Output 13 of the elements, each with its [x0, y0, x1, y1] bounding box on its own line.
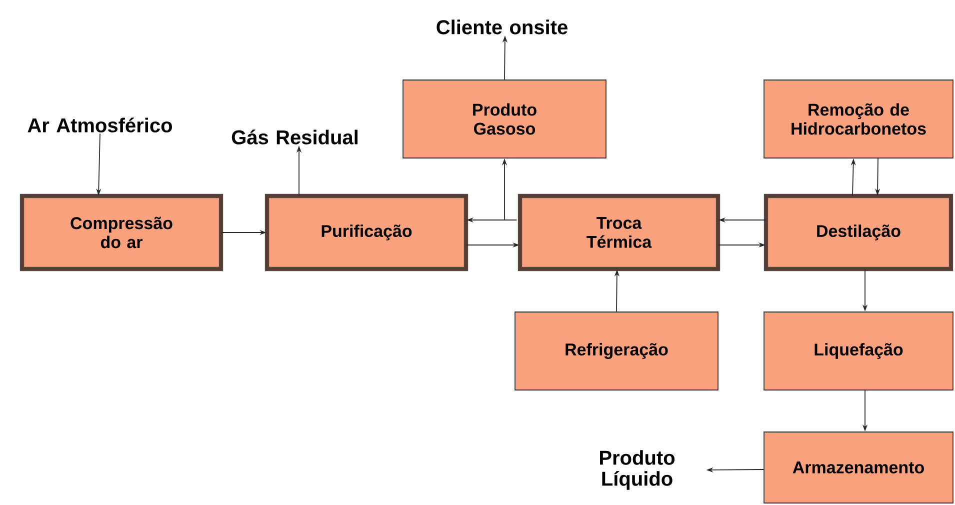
process-box: Produto Gasoso — [402, 80, 606, 158]
flow-label: Produto Líquido — [600, 450, 675, 490]
process-box: Purificação — [264, 194, 468, 272]
process-box: Destilação — [764, 194, 954, 272]
process-box: Refrigeração — [514, 312, 718, 390]
flow-label: Ar Atmosférico — [28, 118, 172, 132]
flow-label: Cliente onsite — [436, 20, 568, 34]
process-box: Remoção de Hidrocarbonetos — [764, 80, 954, 158]
process-box: Armazenamento — [764, 432, 954, 504]
process-box: Compressão do ar — [20, 194, 224, 272]
process-box: Troca Térmica — [518, 194, 720, 272]
process-box: Liquefação — [764, 312, 954, 390]
flow-label: Gás Residual — [232, 130, 358, 144]
